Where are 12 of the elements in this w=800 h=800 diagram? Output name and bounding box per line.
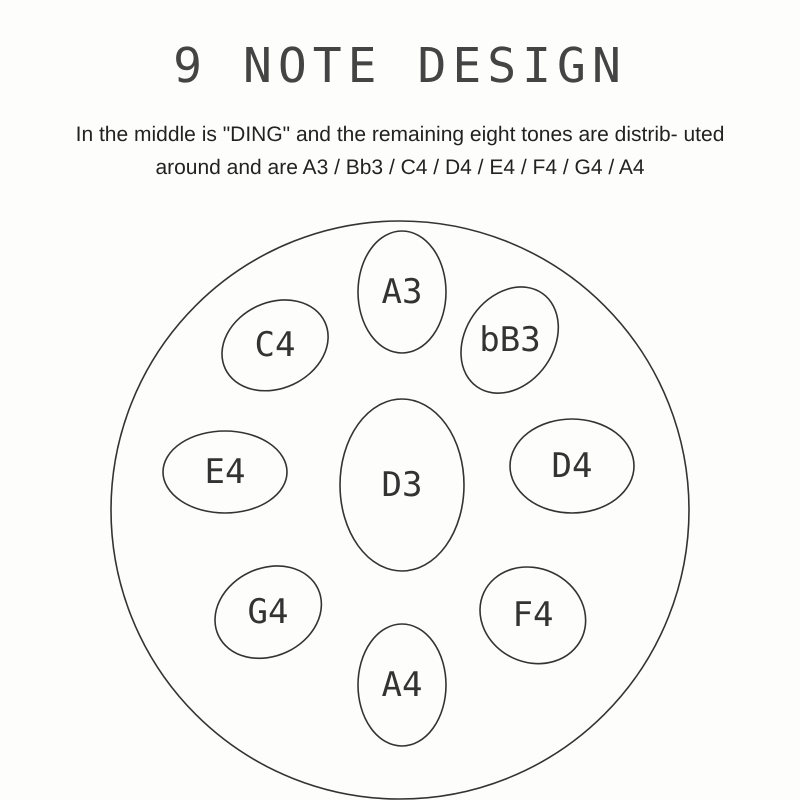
note-field-oval: F4: [479, 566, 587, 664]
note-field-oval: C4: [220, 298, 330, 392]
note-field-oval: D4: [509, 418, 635, 514]
caption: In the middle is "DING" and the remaining eight tones are distrib- uted around and are A3 / Bb3 / C4 / D4 / E4 / F4 / G4 / A4: [74, 122, 726, 181]
title: 9 NOTE DESIGN: [172, 38, 628, 94]
note-field-oval: A3: [357, 230, 447, 354]
note-field-oval: A4: [357, 623, 447, 747]
note-field-oval: bB3: [460, 286, 560, 394]
note-field-oval: E4: [162, 430, 288, 514]
note-field-oval: D3: [339, 398, 465, 572]
note-field-oval: G4: [214, 564, 322, 660]
drum-outline-circle: [110, 220, 690, 800]
